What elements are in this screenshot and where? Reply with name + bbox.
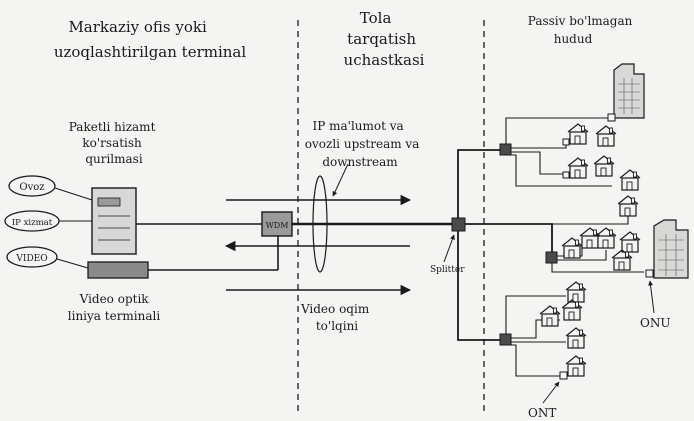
- video-wave-label: Video oqim to'lqini: [300, 302, 373, 333]
- splitter-label: Splitter: [430, 265, 465, 275]
- house-10: [562, 238, 582, 258]
- house-13: [540, 306, 560, 326]
- house-4: [594, 156, 614, 176]
- house-5: [620, 170, 640, 190]
- ont-pointer: [543, 382, 559, 403]
- input-video: VIDEO: [7, 247, 57, 267]
- passive-area-title: Passiv bo'lmagan hudud: [528, 14, 636, 46]
- building-right: [654, 220, 688, 278]
- video-link: [57, 259, 88, 268]
- house-9: [620, 232, 640, 252]
- drop-lines-bottom: [506, 296, 566, 376]
- packet-device-label: Paketli hizamt ko'rsatish qurilmasi: [69, 120, 159, 166]
- ont-house-1: [563, 139, 569, 145]
- onu-top: [608, 114, 615, 121]
- splitter-node: [452, 218, 465, 231]
- splitter-pointer: [444, 235, 454, 262]
- video-olt-box: [88, 262, 148, 278]
- packet-service-device: [92, 188, 136, 254]
- house-1: [568, 124, 588, 144]
- fiber-distribution-title: Tola tarqatish uchastkasi: [344, 9, 425, 69]
- secondary-splitter-top: [500, 144, 511, 155]
- onu-label: ONU: [640, 316, 670, 330]
- ont-bottom: [560, 372, 567, 379]
- svg-text:Ovoz: Ovoz: [19, 182, 44, 193]
- house-12: [566, 282, 586, 302]
- building-top: [614, 64, 644, 118]
- input-ip: IP xizmat: [5, 211, 59, 231]
- house-6: [618, 196, 638, 216]
- house-7: [580, 228, 600, 248]
- wdm-module: WDM: [262, 212, 292, 236]
- secondary-splitter-bottom: [500, 334, 511, 345]
- house-11: [612, 250, 632, 270]
- svg-text:VIDEO: VIDEO: [15, 254, 47, 264]
- house-16: [566, 356, 586, 376]
- splitter-branches: [458, 150, 552, 340]
- input-voice: Ovoz: [9, 176, 55, 196]
- svg-text:IP xizmat: IP xizmat: [12, 218, 53, 228]
- house-2: [596, 126, 616, 146]
- ont-house-3: [563, 172, 569, 178]
- onu-right: [646, 270, 653, 277]
- svg-text:WDM: WDM: [266, 221, 289, 230]
- video-terminal-label: Video optik liniya terminali: [68, 292, 161, 323]
- house-15: [566, 328, 586, 348]
- house-8: [596, 228, 616, 248]
- house-3: [568, 158, 588, 178]
- ip-data-label: IP ma'lumot va ovozli upstream va downst…: [305, 119, 423, 169]
- ont-label: ONT: [528, 406, 556, 420]
- secondary-splitter-middle: [546, 252, 557, 263]
- voice-link: [55, 188, 92, 200]
- house-14: [562, 300, 582, 320]
- central-office-title: Markaziy ofis yoki uzoqlashtirilgan term…: [54, 18, 247, 61]
- onu-pointer: [650, 281, 654, 313]
